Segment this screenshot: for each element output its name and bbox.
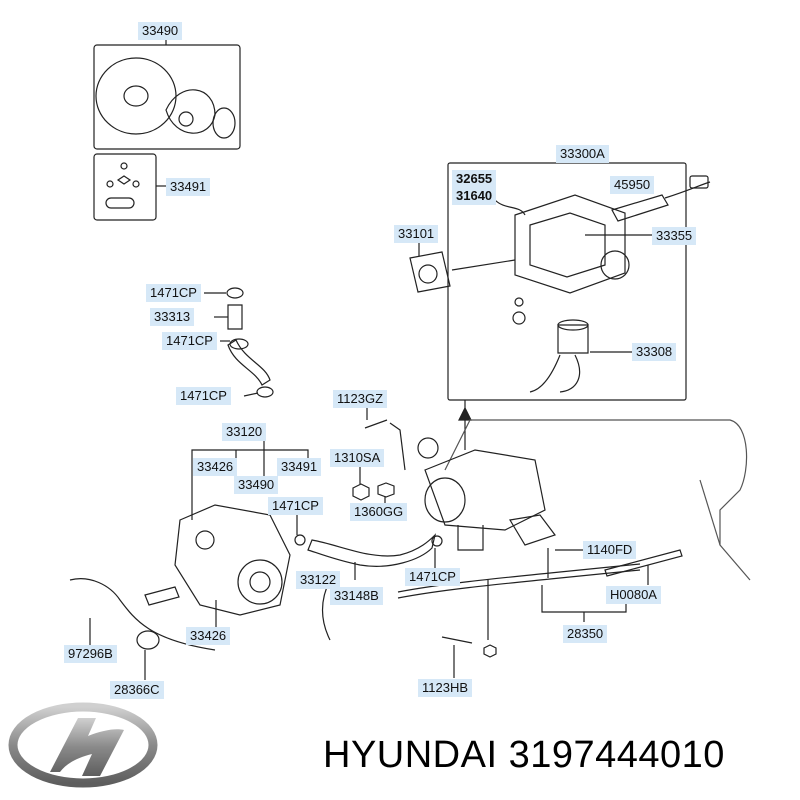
hose-clamp: [431, 535, 443, 547]
leader-line: [451, 259, 516, 271]
callout-33490: 33490: [234, 476, 279, 494]
fuel-pump-shaft: [144, 586, 180, 606]
diaphragm-disc: [95, 57, 177, 135]
throttle-body-sketch: [514, 194, 626, 294]
bolt-1123GZ: [364, 419, 388, 429]
sensor-wire: [494, 199, 526, 216]
callout-33300A: 33300A: [556, 145, 609, 163]
fuel-pump-port: [195, 530, 215, 550]
callout-33313: 33313: [150, 308, 195, 326]
diaphragm-cap: [178, 111, 194, 127]
bolt: [514, 297, 524, 307]
sensor-wire: [664, 181, 711, 199]
washer: [512, 311, 526, 325]
callout-33148B: 33148B: [330, 587, 383, 605]
callout-33426: 33426: [193, 458, 238, 476]
diaphragm-kit-box: [93, 44, 241, 150]
callout-1471CP: 1471CP: [405, 568, 460, 586]
callout-33308: 33308: [632, 343, 677, 361]
brand-part-number: HYUNDAI 3197444010: [323, 734, 725, 776]
callout-1360GG: 1360GG: [350, 503, 408, 521]
callout-1471CP: 1471CP: [176, 387, 231, 405]
callout-28350: 28350: [563, 625, 608, 643]
breather-hose: [227, 339, 271, 386]
diaphragm-center: [123, 85, 149, 107]
intake-manifold: [444, 419, 751, 581]
harness: [529, 354, 561, 393]
callout-33490: 33490: [138, 22, 183, 40]
tee-fitting: [227, 304, 243, 330]
hose-clamp: [226, 287, 244, 299]
callout-1471CP: 1471CP: [268, 497, 323, 515]
idle-actuator: [417, 437, 439, 459]
fuel-pump-body: [174, 504, 291, 616]
harness: [559, 354, 581, 393]
throttle-lever: [509, 514, 556, 546]
hyundai-logo-icon: [8, 702, 158, 788]
callout-33426: 33426: [186, 627, 231, 645]
bolt-1123HB: [441, 636, 473, 644]
callout-1471CP: 1471CP: [162, 332, 217, 350]
vacuum-hose: [307, 533, 437, 567]
diaphragm-seal: [212, 107, 236, 139]
assembly-arrow-head: [458, 406, 472, 421]
diaphragm-spring: [165, 89, 216, 134]
callout-33355: 33355: [652, 227, 697, 245]
callout-45950: 45950: [610, 176, 655, 194]
intake-manifold-edge: [699, 479, 721, 546]
isc-actuator: [611, 194, 669, 222]
leader-line: [389, 422, 406, 471]
hose-clamp: [229, 338, 249, 350]
throttle-body-box: [447, 162, 687, 401]
hose-H0080A: [604, 549, 683, 577]
callout-H0080A: H0080A: [606, 586, 661, 604]
hose-clamp: [294, 534, 306, 546]
callout-1471CP: 1471CP: [146, 284, 201, 302]
callout-33120: 33120: [222, 423, 267, 441]
callout-33101: 33101: [394, 225, 439, 243]
solenoid-top: [557, 319, 589, 331]
egr-pipe: [397, 569, 641, 599]
connector-45950: [689, 175, 709, 189]
throttle-sensor: [600, 250, 630, 280]
callout-1140FD: 1140FD: [583, 541, 637, 559]
leader-line: [243, 392, 259, 397]
fuel-pump-cover: [237, 559, 283, 605]
callout-97296B: 97296B: [64, 645, 117, 663]
callout-28366C: 28366C: [110, 681, 164, 699]
flange-gasket-hole: [418, 264, 438, 284]
throttle-lower: [457, 525, 484, 551]
callout-31640: 31640: [452, 187, 497, 205]
clamp-28366C: [136, 630, 160, 650]
pump-hose: [321, 579, 331, 641]
fuel-line-97296B: [69, 578, 216, 651]
small-oring: [106, 180, 114, 188]
callout-1310SA: 1310SA: [330, 449, 385, 467]
throttle-bore: [424, 477, 466, 523]
small-gasket: [105, 197, 135, 209]
gasket-kit-box: [93, 153, 157, 221]
small-valve: [116, 175, 132, 185]
callout-33491: 33491: [277, 458, 322, 476]
hose-clamp: [256, 386, 274, 398]
flange-gasket: [409, 251, 451, 293]
throttle-body: [424, 449, 546, 531]
callout-32655: 32655: [452, 170, 497, 188]
nut-1310SA: [352, 483, 370, 501]
small-oring: [120, 162, 128, 170]
washer-1360GG: [377, 482, 395, 498]
leader-line: [191, 449, 309, 520]
callout-1123HB: 1123HB: [418, 679, 473, 697]
throttle-body-detail: [529, 212, 606, 278]
egr-pipe: [397, 563, 641, 593]
callout-1123GZ: 1123GZ: [333, 390, 388, 408]
callout-33491: 33491: [166, 178, 211, 196]
solenoid-valve: [557, 324, 589, 354]
fuel-pump-cover-inner: [249, 571, 271, 593]
callout-33122: 33122: [296, 571, 341, 589]
nut: [483, 644, 497, 658]
small-oring: [132, 180, 140, 188]
